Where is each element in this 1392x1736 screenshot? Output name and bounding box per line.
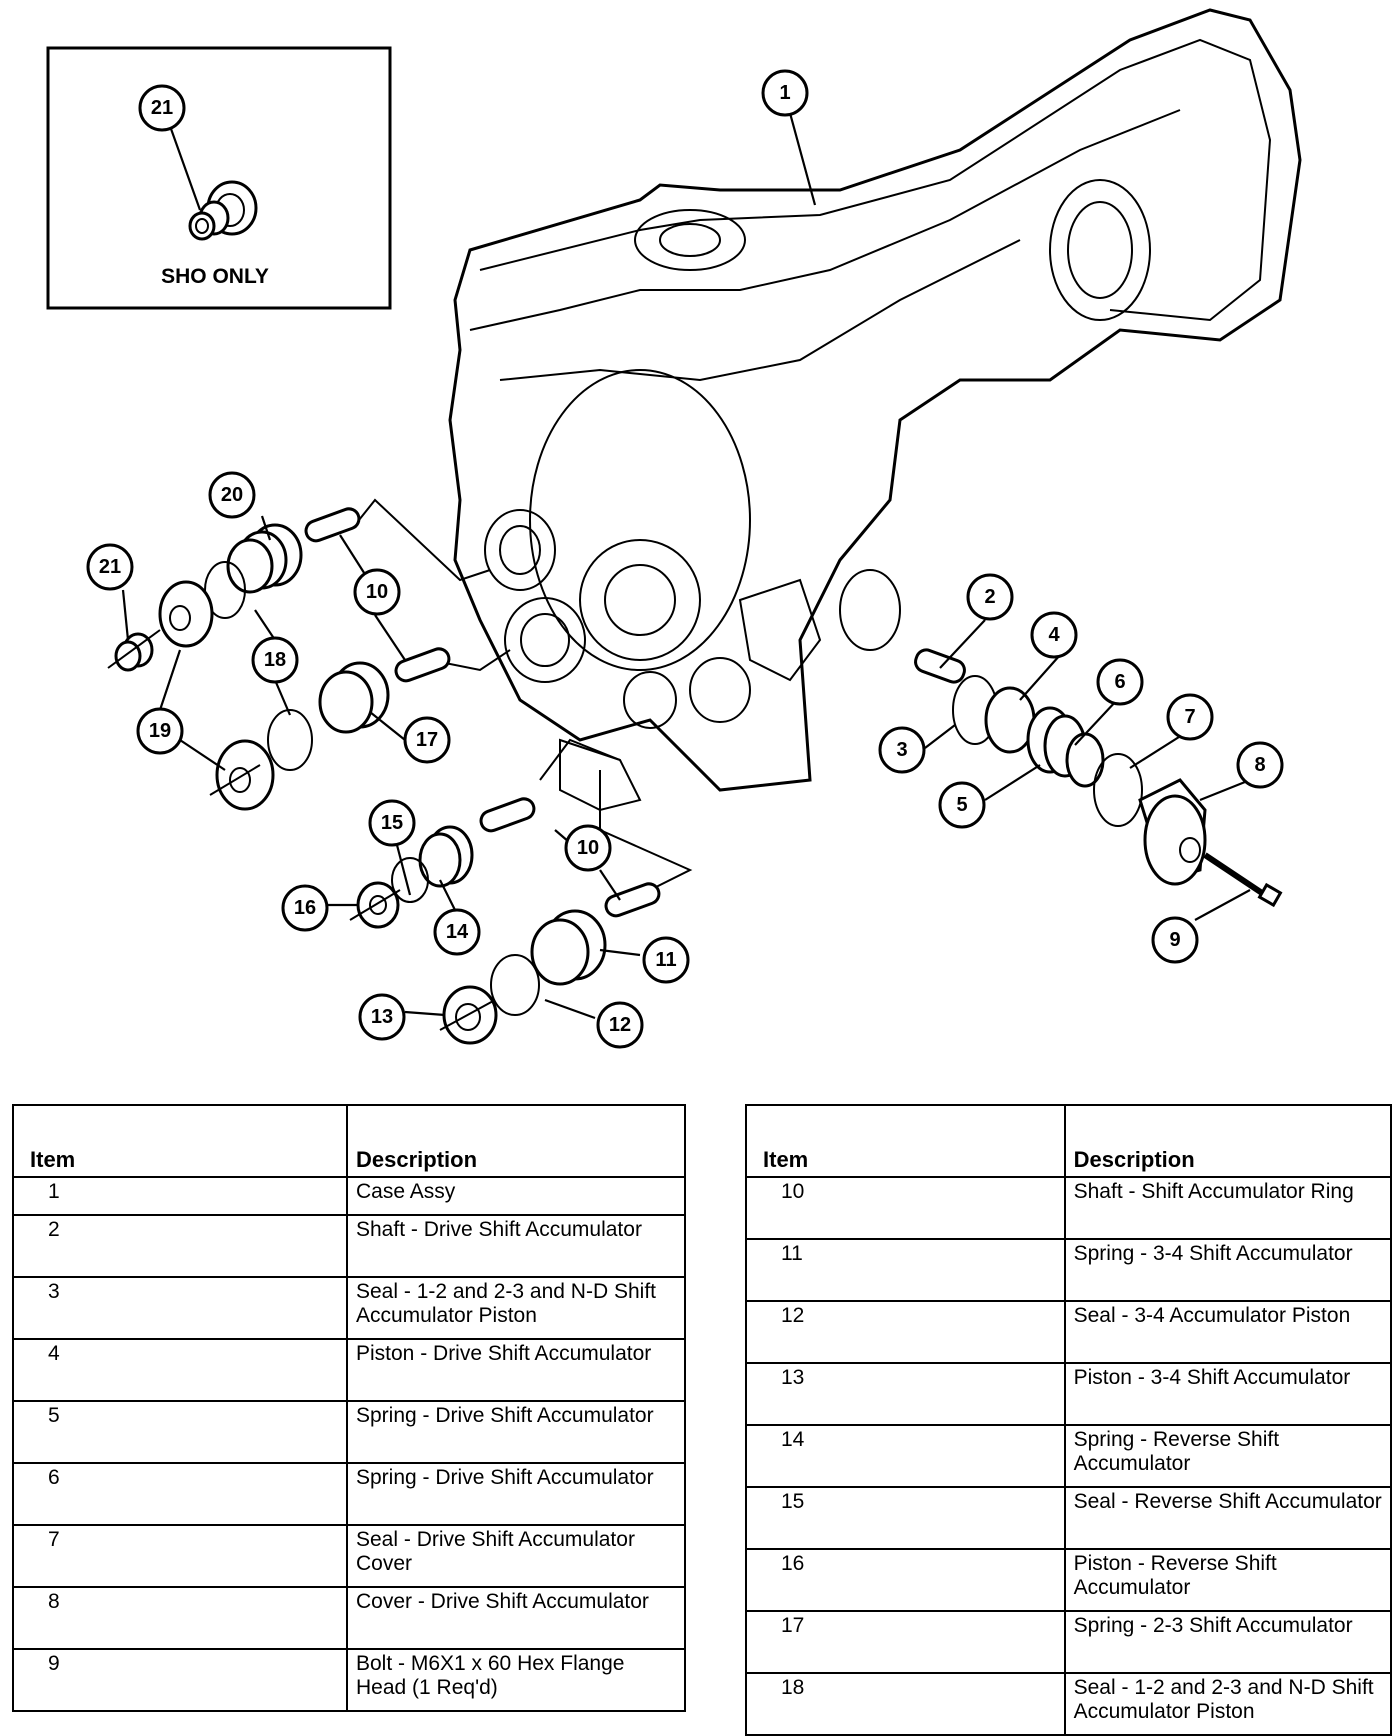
assembly-lines (354, 498, 693, 891)
callout-18: 18 (251, 636, 299, 684)
callout-9: 9 (1151, 916, 1199, 964)
svg-text:19: 19 (149, 720, 171, 742)
header-description: Description (1063, 1104, 1392, 1178)
callout-8: 8 (1236, 741, 1284, 789)
callout-15: 15 (368, 799, 416, 847)
callout-6: 6 (1096, 658, 1144, 706)
svg-text:1: 1 (779, 82, 790, 104)
callout-2: 2 (966, 573, 1014, 621)
svg-text:11: 11 (655, 949, 676, 971)
svg-text:21: 21 (151, 97, 173, 119)
svg-text:3: 3 (896, 739, 907, 761)
callout-19: 19 (136, 707, 184, 755)
callout-1: 1 (761, 69, 809, 117)
inset-piston-21 (188, 180, 258, 241)
header-description: Description (346, 1104, 686, 1178)
sho-only-inset: 21 SHO ONLY (46, 46, 392, 310)
drive-shift-accumulator-parts (914, 648, 1283, 908)
svg-text:12: 12 (609, 1014, 631, 1036)
callout-21: 21 (86, 543, 134, 591)
svg-text:17: 17 (416, 729, 438, 751)
inset-callout-21: 21 (138, 84, 186, 132)
callout-12: 12 (596, 1001, 644, 1049)
callout-4: 4 (1030, 611, 1078, 659)
svg-text:14: 14 (446, 921, 469, 943)
svg-text:6: 6 (1114, 671, 1125, 693)
svg-text:15: 15 (381, 812, 403, 834)
svg-text:8: 8 (1254, 754, 1265, 776)
svg-text:5: 5 (956, 794, 967, 816)
callout-10-upper: 10 (353, 568, 401, 616)
callout-10-middle: 10 (564, 824, 612, 872)
svg-text:18: 18 (264, 649, 286, 671)
case-assembly (448, 8, 1302, 812)
svg-text:9: 9 (1169, 929, 1180, 951)
callout-11: 11 (642, 936, 690, 984)
svg-text:2: 2 (984, 586, 995, 608)
callout-17: 17 (403, 716, 451, 764)
svg-text:20: 20 (221, 484, 243, 506)
exploded-view-diagram: 21 SHO ONLY (46, 8, 1302, 1049)
upper-left-accumulator-parts (107, 507, 451, 811)
callout-16: 16 (281, 884, 329, 932)
header-item: Item (745, 1104, 1066, 1178)
callout-14: 14 (433, 908, 481, 956)
lower-middle-accumulator-parts (349, 797, 661, 1045)
header-item: Item (12, 1104, 348, 1178)
svg-text:7: 7 (1184, 706, 1195, 728)
svg-text:13: 13 (371, 1006, 393, 1028)
svg-text:4: 4 (1048, 624, 1060, 646)
svg-text:10: 10 (577, 837, 599, 859)
callout-20: 20 (208, 471, 256, 519)
svg-text:21: 21 (99, 556, 121, 578)
svg-text:10: 10 (366, 581, 388, 603)
callout-13: 13 (358, 993, 406, 1041)
callout-7: 7 (1166, 693, 1214, 741)
callout-5: 5 (938, 781, 986, 829)
sho-only-label: SHO ONLY (161, 265, 269, 288)
callout-3: 3 (878, 726, 926, 774)
svg-text:16: 16 (294, 897, 316, 919)
